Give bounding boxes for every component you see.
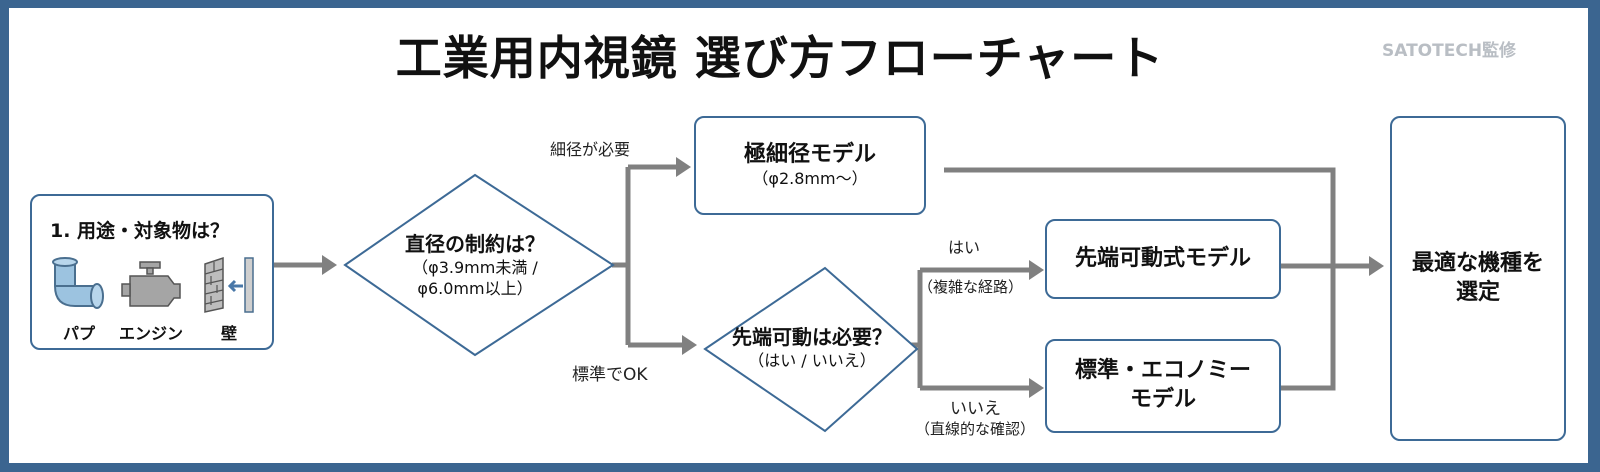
decision-articulation-shape (703, 266, 919, 433)
end-node-line-2: 選定 (1455, 279, 1500, 305)
result-ultra-thin-model: 極細径モデル （φ2.8mm～） (694, 116, 926, 215)
branch-label-no-detail: （直線的な確認） (915, 420, 1036, 438)
result-articulating-model: 先端可動式モデル (1045, 219, 1281, 299)
result-ultra-thin-spec: （φ2.8mm～） (752, 169, 868, 189)
decision-diameter-shape (343, 173, 615, 357)
decision-diameter: 直径の制約は？ （φ3.9mm未満 / φ6.0mm以上） (375, 220, 575, 310)
example-pipe: パプ (44, 256, 114, 344)
pipe-icon (52, 257, 104, 309)
branch-label-yes-detail: （複雑な経路） (918, 278, 1024, 296)
application-examples: パプ エンジン 壁 (44, 256, 264, 346)
start-node-title: 1. 用途・対象物は？ (50, 220, 230, 242)
end-node: 最適な機種を 選定 (1390, 116, 1566, 441)
end-node-line-1: 最適な機種を (1411, 250, 1544, 276)
decision-articulation-detail: （はい / いいえ） (748, 351, 876, 371)
branch-label-yes: はい (948, 238, 981, 257)
page-title: 工業用内視鏡 選び方フローチャート (395, 31, 1165, 85)
result-standard-model: 標準・エコノミー モデル (1045, 339, 1281, 433)
decision-diameter-detail-1: （φ3.9mm未満 / (412, 257, 538, 277)
decision-articulation: 先端可動は必要？ （はい / いいえ） (712, 318, 912, 378)
example-label: 壁 (220, 324, 237, 343)
wall-icon (204, 256, 254, 313)
example-wall: 壁 (194, 256, 264, 344)
start-node: 1. 用途・対象物は？ パプ エンジン (30, 194, 274, 350)
engine-icon (121, 261, 181, 307)
result-articulating-name: 先端可動式モデル (1074, 245, 1251, 271)
example-engine: エンジン (116, 256, 186, 344)
decision-diameter-detail-2: φ6.0mm以上） (417, 278, 533, 298)
watermark: SATOTECH監修 (1382, 41, 1517, 61)
decision-diameter-question: 直径の制約は？ (405, 231, 545, 256)
result-standard-name-1: 標準・エコノミー (1074, 358, 1251, 384)
example-label: エンジン (118, 324, 183, 343)
branch-label-no: いいえ (950, 399, 1001, 419)
branch-label-thin-required: 細径が必要 (550, 140, 631, 159)
branch-label-standard-ok: 標準でOK (572, 365, 648, 385)
result-standard-name-2: モデル (1129, 387, 1196, 412)
connector-diameter-trunk (612, 167, 631, 345)
example-label: パプ (62, 324, 95, 343)
result-ultra-thin-name: 極細径モデル (743, 141, 876, 167)
decision-articulation-question: 先端可動は必要？ (732, 325, 892, 350)
connector-ultra-thin-merge (944, 167, 1336, 391)
